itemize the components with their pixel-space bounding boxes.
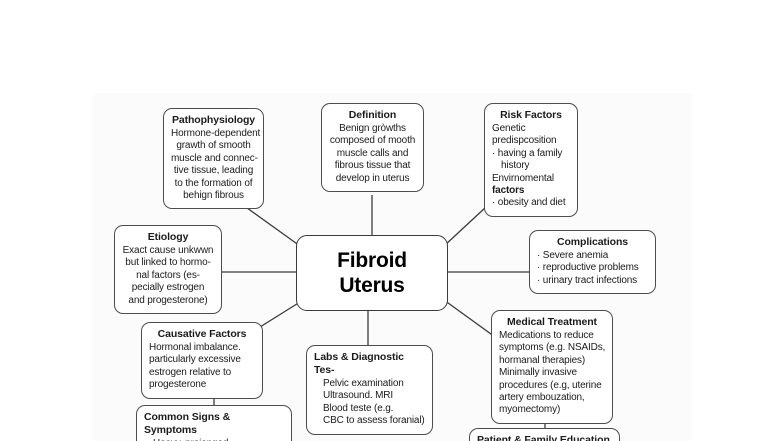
text-line: · urinary tract infections: [537, 274, 638, 286]
text-line: but linked to hormo-: [125, 257, 211, 269]
text-line: artery embouzation,: [499, 392, 585, 404]
node-risk-factors[interactable]: Risk Factors Genetic predispcosition · h…: [484, 103, 578, 217]
node-causative-factors[interactable]: Causative Factors Hormonal imbalance. pa…: [141, 322, 263, 399]
node-medical-treatment[interactable]: Medical Treatment Medications to reduce …: [491, 310, 613, 424]
node-medical-treatment-title: Medical Treatment: [507, 316, 597, 328]
text-line: and progesterone): [128, 294, 208, 306]
text-line: Medications to reduce: [499, 330, 594, 341]
edge-center-to-risk-factors: [443, 206, 487, 247]
text-line: develop in uterus: [335, 172, 410, 184]
node-pathophysiology[interactable]: Pathophysiology Hormone-dependent grawth…: [163, 108, 264, 210]
text-line: predispcosition: [492, 135, 557, 147]
node-complications[interactable]: Complications · Severe anemia · reproduc…: [529, 230, 656, 295]
text-line: tive tissue, leading: [173, 165, 254, 177]
text-line: progesterone: [149, 379, 207, 391]
node-pathophysiology-body: Hormone-dependent grawth of smooth muscl…: [171, 128, 261, 202]
node-etiology-title: Etiology: [147, 231, 189, 243]
node-labs-diagnostic-tests-title: Labs & Diagnostic Tes-: [314, 351, 404, 376]
node-common-signs-symptoms-body: Heavy, projonged: [144, 438, 284, 441]
text-line: Pelvic examination: [323, 378, 404, 389]
text-line: · Severe anemia: [537, 250, 609, 261]
center-node-fibroid-uterus[interactable]: Fibroid Uterus: [296, 235, 448, 311]
text-line: procedures (e.g, uterine: [499, 379, 602, 391]
text-line: composed of mooth: [329, 135, 416, 147]
node-complications-title: Complications: [556, 236, 629, 248]
node-complications-body: · Severe anemia · reproductive problems …: [537, 250, 648, 287]
text-line: factors: [492, 185, 525, 197]
text-line: · having a family: [492, 147, 563, 159]
text-line: Minimally invasive: [499, 367, 577, 379]
text-line: Genetic: [492, 123, 526, 134]
node-pathophysiology-title: Pathophysiology: [171, 114, 256, 126]
text-line: grawth of smooth: [176, 140, 251, 152]
node-definition-body: Benign gròwths composed of mooth muscle …: [329, 123, 416, 185]
node-labs-diagnostic-tests[interactable]: Labs & Diagnostic Tes- Pelvic examinatio…: [306, 345, 433, 435]
node-medical-treatment-body: Medications to reduce symptoms (e.g. NSA…: [499, 330, 605, 417]
text-line: hormanal therapies): [499, 354, 586, 366]
text-line: particularly excessive: [149, 354, 241, 366]
text-line: myomectomy): [499, 404, 561, 416]
text-line: Exact cause unkwwn: [122, 245, 214, 256]
text-line: Hormonal imbalance.: [149, 342, 241, 353]
text-line: nal factors (es-: [136, 269, 200, 281]
text-line: Heavy, projonged: [153, 438, 284, 441]
node-common-signs-symptoms-title: Common Signs & Symptoms: [144, 411, 231, 436]
text-line: muscle calls and: [336, 147, 409, 159]
text-line: CBC to assess foranial): [323, 415, 425, 427]
node-common-signs-symptoms[interactable]: Common Signs & Symptoms Heavy, projonged: [136, 405, 292, 441]
node-etiology-body: Exact cause unkwwn but linked to hormo- …: [122, 245, 214, 307]
text-line: Ultrasound. MRI: [323, 390, 393, 402]
node-causative-factors-title: Causative Factors: [157, 328, 247, 340]
node-risk-factors-body: Genetic predispcosition · having a famil…: [492, 123, 570, 210]
text-line: Blood teste (e.g.: [323, 402, 394, 414]
text-line: · obesity and diet: [492, 197, 566, 209]
text-line: estrogen relative to: [149, 366, 232, 378]
text-line: Envirnomental: [492, 172, 554, 184]
node-patient-family-education-title: Patient & Family Education: [477, 434, 610, 441]
center-node-line-1: Fibroid: [337, 248, 407, 272]
text-line: Hormone-dependent: [171, 128, 261, 139]
text-line: to the formation of: [174, 177, 253, 189]
text-line: history: [501, 160, 530, 172]
node-risk-factors-title: Risk Factors: [500, 109, 562, 121]
text-line: fibrous tissue that: [334, 160, 411, 172]
text-line: symptoms (e.g. NSAIDs,: [499, 342, 606, 354]
node-definition[interactable]: Definition Benign gròwths composed of mo…: [321, 103, 424, 193]
node-causative-factors-body: Hormonal imbalance. particularly excessi…: [149, 342, 255, 392]
node-patient-family-education[interactable]: Patient & Family Education: [469, 428, 620, 441]
text-line: muscle and connec-: [171, 152, 258, 164]
node-etiology[interactable]: Etiology Exact cause unkwwn but linked t…: [114, 225, 222, 315]
text-line: pecially estrogen: [131, 282, 205, 294]
text-line: · reproductive problems: [537, 262, 639, 274]
text-line: Benign gròwths: [339, 123, 406, 134]
center-node-line-2: Uterus: [339, 273, 405, 297]
node-definition-title: Definition: [348, 109, 397, 121]
text-line: behign fibrous: [183, 190, 244, 202]
node-labs-diagnostic-tests-body: Pelvic examination Ultrasound. MRI Blood…: [314, 378, 425, 428]
